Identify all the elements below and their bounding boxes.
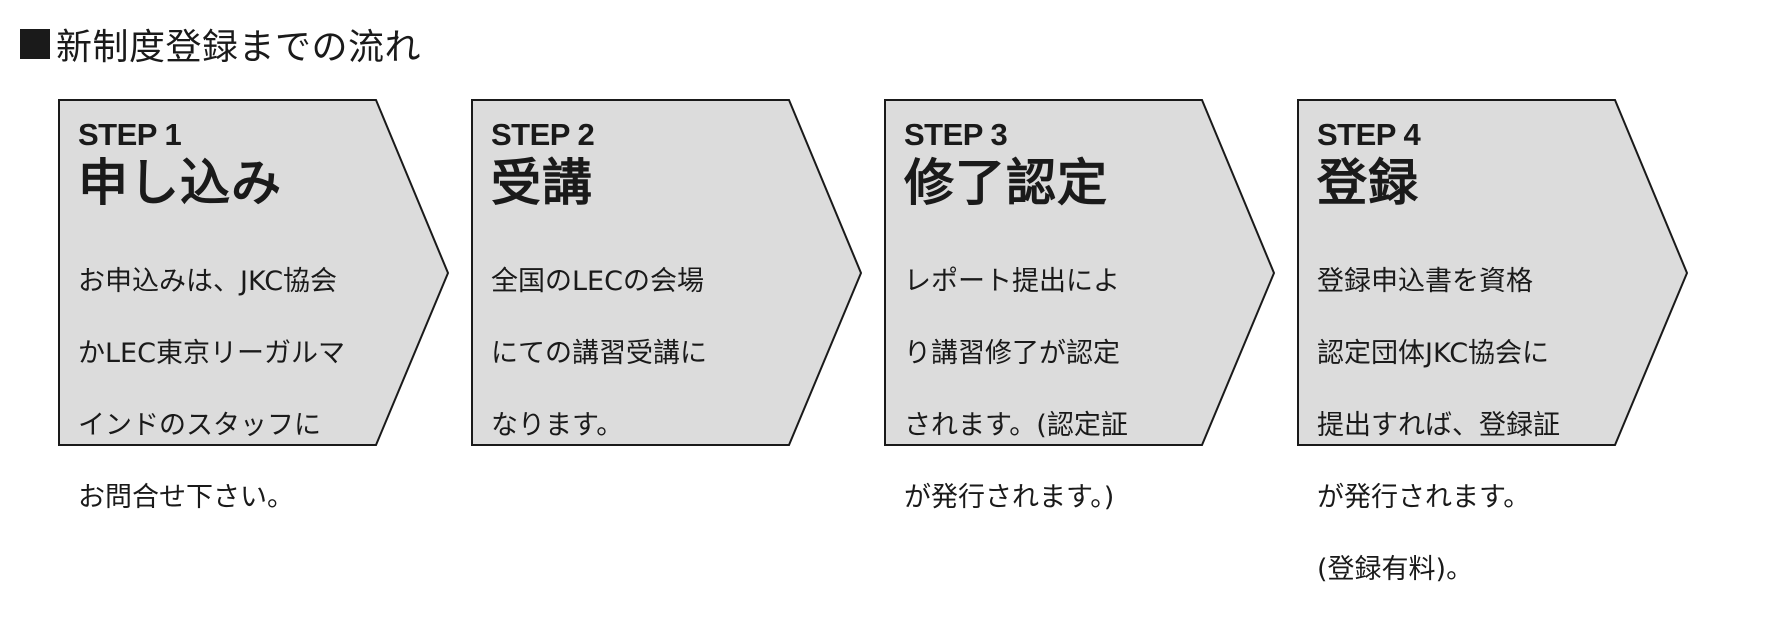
step-label: STEP 1 (78, 117, 182, 152)
step-title: 修了認定 (904, 154, 1108, 212)
description-line: にての講習受講に (491, 338, 707, 369)
step-label: STEP 2 (491, 117, 595, 152)
step-label: STEP 4 (1317, 117, 1421, 152)
step-4: STEP 4 登録 登録申込書を資格 認定団体JKC協会に 提出すれば、登録証 … (1297, 99, 1689, 585)
description-line: されます。(認定証 (904, 410, 1128, 441)
chevron-arrow-shape (1297, 99, 1689, 446)
registration-flow: STEP 1 申し込み お申込みは、JKC協会 かLEC東京リーガルマ インドの… (58, 99, 1689, 585)
page-heading: 新制度登録までの流れ (20, 14, 421, 74)
step-1: STEP 1 申し込み お申込みは、JKC協会 かLEC東京リーガルマ インドの… (58, 99, 450, 513)
description-line: なります。 (491, 410, 624, 441)
step-title: 登録 (1317, 154, 1419, 212)
description-line: かLEC東京リーガルマ (78, 338, 345, 369)
step-2: STEP 2 受講 全国のLECの会場 にての講習受講に なります。 (471, 99, 863, 446)
step-description: 全国のLECの会場 にての講習受講に なります。 (491, 228, 791, 480)
square-bullet-icon (20, 29, 50, 59)
chevron-arrow-shape (471, 99, 863, 446)
description-line: り講習修了が認定 (904, 338, 1120, 369)
description-line: お問合せ下さい。 (78, 482, 294, 513)
description-line: インドのスタッフに (78, 410, 321, 441)
description-line: お申込みは、JKC協会 (78, 266, 338, 297)
description-line: 提出すれば、登録証 (1317, 410, 1560, 441)
description-line: 全国のLECの会場 (491, 266, 704, 297)
description-line: が発行されます。) (904, 482, 1115, 513)
description-line: (登録有料)。 (1317, 554, 1474, 585)
heading-title: 新制度登録までの流れ (56, 27, 422, 68)
step-title: 受講 (491, 154, 593, 212)
step-label: STEP 3 (904, 117, 1008, 152)
description-line: 登録申込書を資格 (1317, 266, 1533, 297)
step-description: 登録申込書を資格 認定団体JKC協会に 提出すれば、登録証 が発行されます。 (… (1317, 228, 1617, 624)
chevron-arrow-shape (884, 99, 1276, 446)
chevron-arrow-shape (58, 99, 450, 446)
step-description: レポート提出によ り講習修了が認定 されます。(認定証 が発行されます。) (904, 228, 1204, 552)
step-3: STEP 3 修了認定 レポート提出によ り講習修了が認定 されます。(認定証 … (884, 99, 1276, 513)
description-line: が発行されます。 (1317, 482, 1531, 513)
step-title: 申し込み (78, 154, 282, 212)
description-line: レポート提出によ (904, 266, 1120, 297)
step-description: お申込みは、JKC協会 かLEC東京リーガルマ インドのスタッフに お問合せ下さ… (78, 228, 378, 552)
description-line: 認定団体JKC協会に (1317, 338, 1550, 369)
